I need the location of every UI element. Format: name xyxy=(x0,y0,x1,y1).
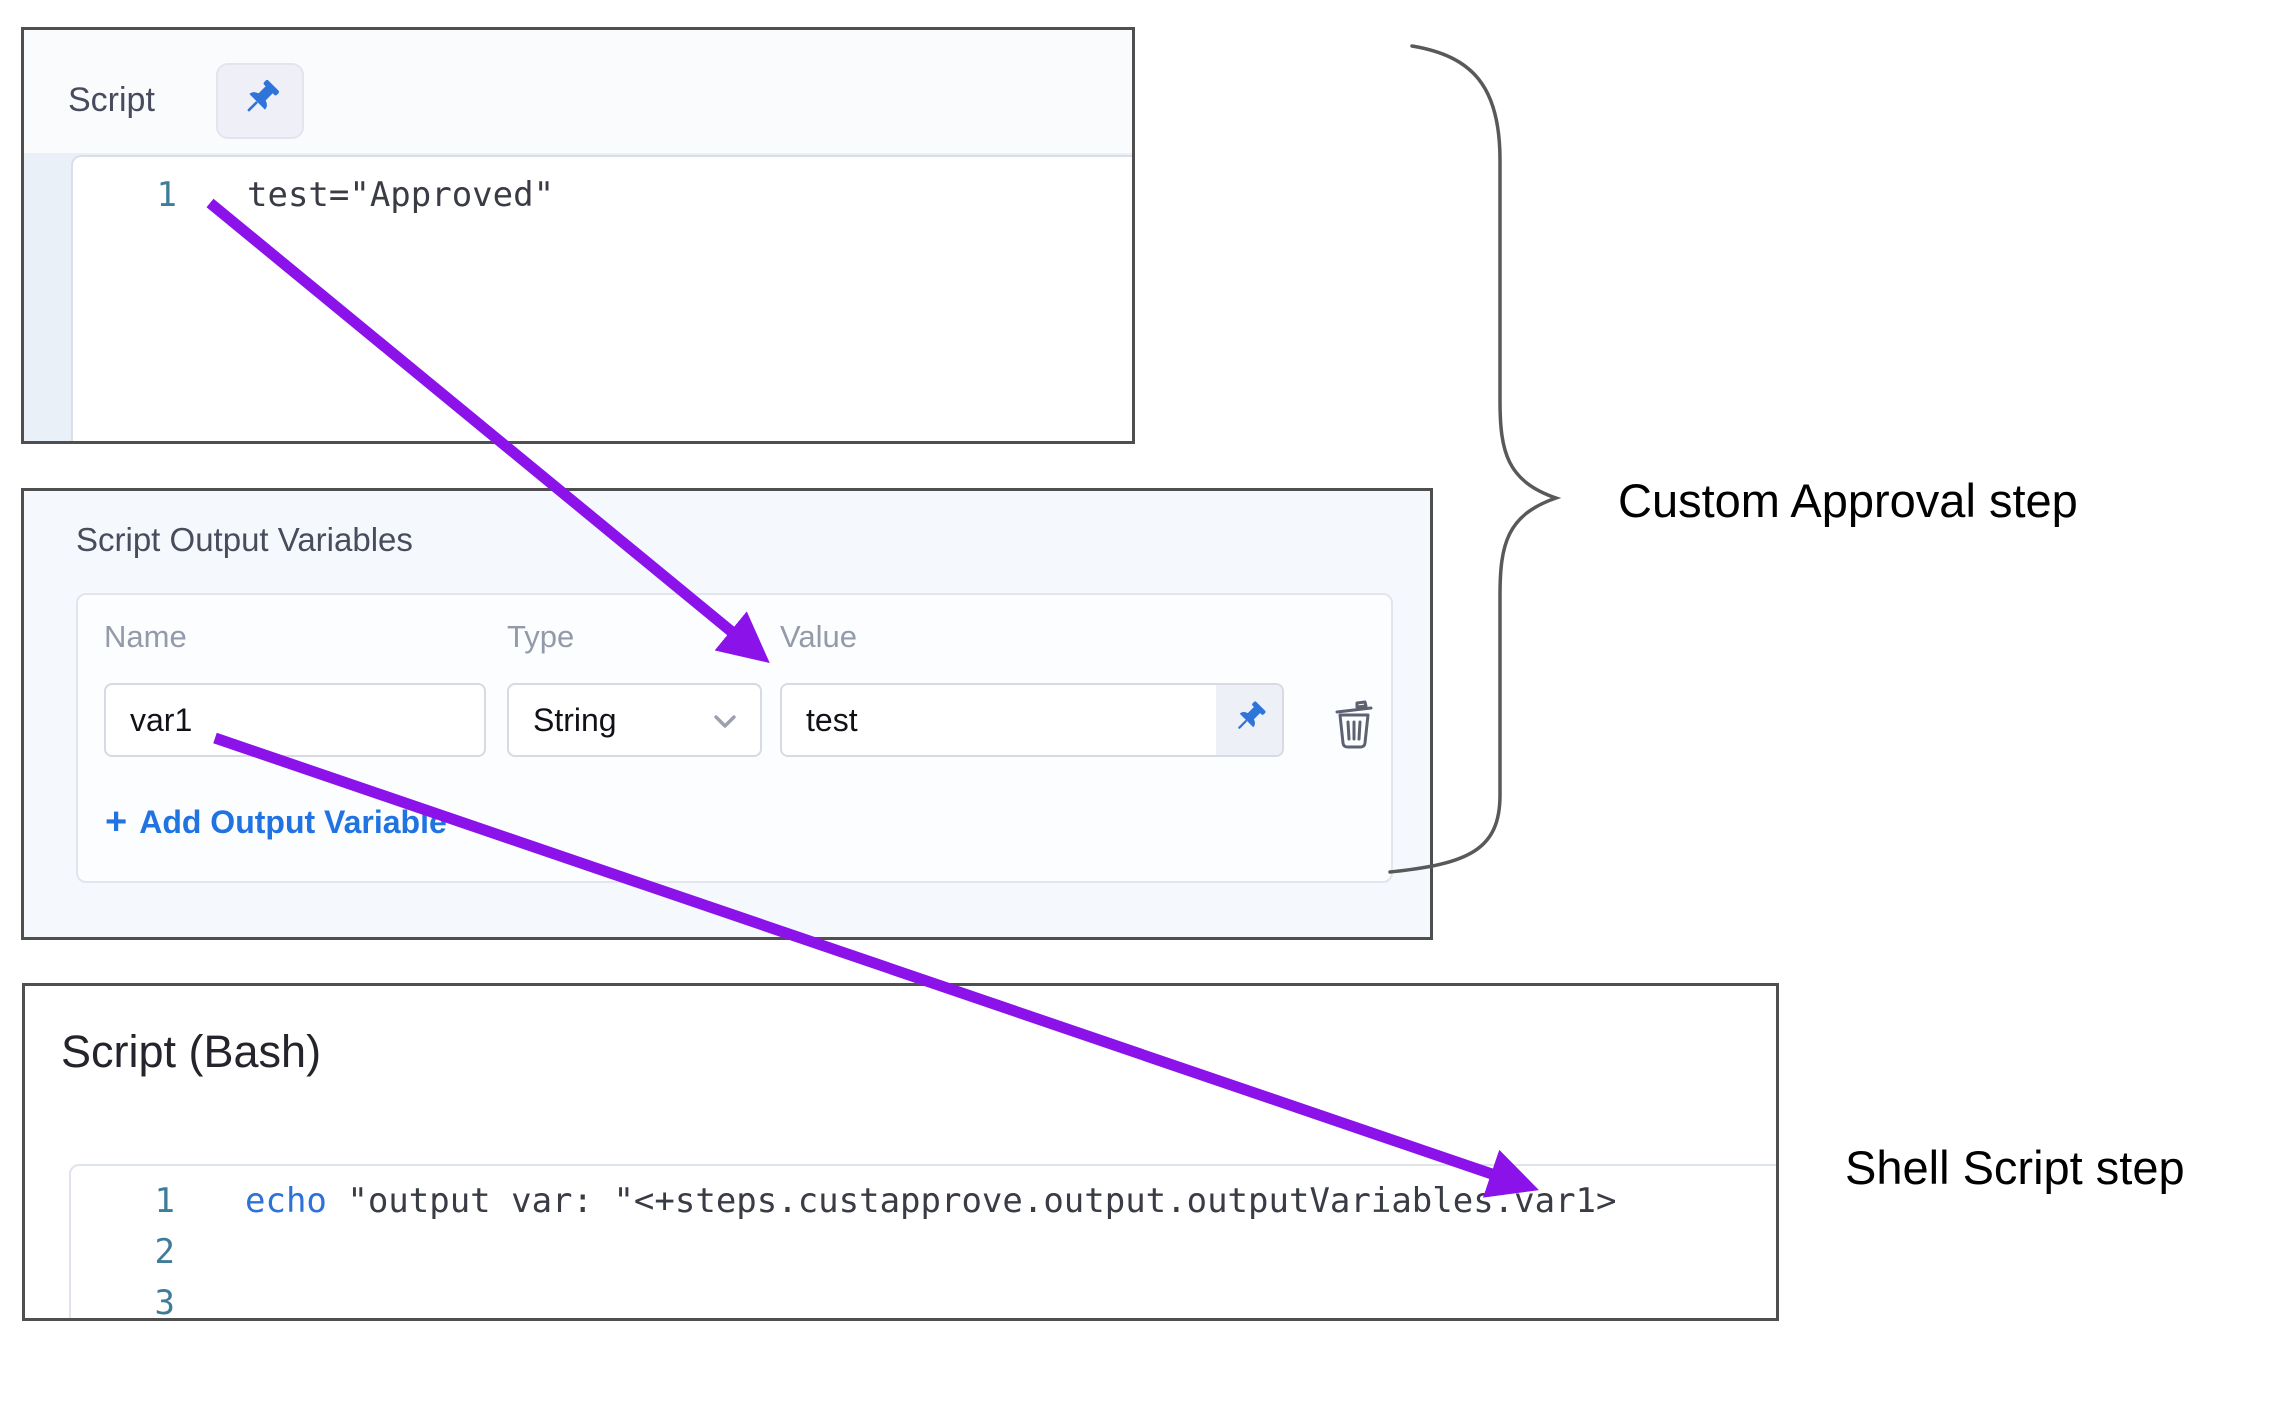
custom-approval-script-panel: Script 1 test="Approved" xyxy=(21,27,1135,444)
code-line: 2 xyxy=(71,1227,1776,1278)
variable-type-value: String xyxy=(533,701,617,738)
bash-editor-surface[interactable]: 1 echo "output var: "<+steps.custapprove… xyxy=(69,1164,1776,1323)
output-variables-title: Script Output Variables xyxy=(76,521,413,558)
shell-script-panel: Script (Bash) 1 echo "output var: "<+ste… xyxy=(22,983,1779,1323)
script-code-text: test="Approved" xyxy=(247,175,555,215)
variable-name-input[interactable] xyxy=(104,683,486,757)
output-variable-card: Name Type Value String xyxy=(76,593,1393,883)
delete-variable-button[interactable] xyxy=(1330,699,1378,756)
line-number: 3 xyxy=(154,1283,175,1323)
script-editor-surface[interactable]: 1 test="Approved" xyxy=(71,155,1132,441)
variable-value-field xyxy=(780,683,1284,757)
script-output-variables-panel: Script Output Variables Name Type Value … xyxy=(21,488,1433,940)
bash-code-editor[interactable]: 1 echo "output var: "<+steps.custapprove… xyxy=(25,1162,1776,1323)
custom-approval-step-label: Custom Approval step xyxy=(1618,474,2078,527)
add-output-variable-label: Add Output Variable xyxy=(139,803,447,840)
value-column-label: Value xyxy=(780,619,857,654)
plus-icon: + xyxy=(105,801,128,843)
line-number: 2 xyxy=(154,1232,175,1272)
line-number: 1 xyxy=(156,175,177,215)
code-line: 1 test="Approved" xyxy=(73,170,1132,221)
echo-keyword: echo xyxy=(245,1181,327,1221)
bash-panel-title: Script (Bash) xyxy=(61,1026,322,1077)
shell-script-step-label: Shell Script step xyxy=(1845,1141,2185,1194)
bash-code-rest: "output var: "<+steps.custapprove.output… xyxy=(326,1181,1617,1221)
code-line: 3 xyxy=(71,1278,1776,1329)
script-pin-button[interactable] xyxy=(216,63,304,139)
value-pin-button[interactable] xyxy=(1216,685,1282,755)
code-line: 1 echo "output var: "<+steps.custapprove… xyxy=(71,1176,1776,1227)
pushpin-icon xyxy=(1229,698,1269,743)
script-panel-title: Script xyxy=(68,81,155,119)
trash-icon xyxy=(1331,699,1377,756)
line-number: 1 xyxy=(154,1181,175,1221)
script-code-editor[interactable]: 1 test="Approved" xyxy=(24,153,1132,441)
variable-type-select[interactable]: String xyxy=(507,683,762,757)
name-column-label: Name xyxy=(104,619,187,654)
pushpin-icon xyxy=(237,76,283,127)
add-output-variable-button[interactable]: + Add Output Variable xyxy=(105,803,447,841)
bash-code-text: echo "output var: "<+steps.custapprove.o… xyxy=(245,1176,1616,1227)
variable-value-input[interactable] xyxy=(782,685,1216,755)
type-column-label: Type xyxy=(507,619,575,654)
chevron-down-icon xyxy=(712,702,738,739)
